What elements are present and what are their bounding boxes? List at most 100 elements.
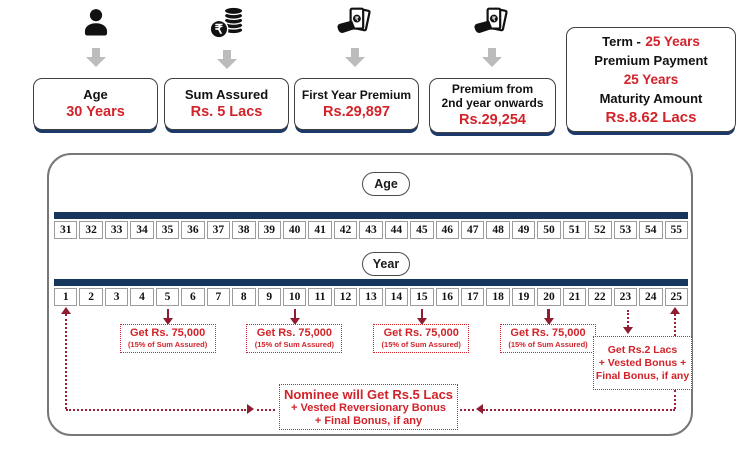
sum-assured-box-title: Sum Assured (184, 87, 269, 102)
payout-amount: Get Rs. 75,000 (130, 327, 206, 339)
age-cell: 47 (461, 221, 485, 239)
term-line: Term - 25 Years (602, 32, 700, 51)
icon-column-sum-assured: ₹ (197, 6, 257, 69)
age-pill: Age (362, 172, 410, 196)
term-value: 25 Years (645, 34, 700, 49)
payout-down-arrow-icon-year-5 (163, 309, 174, 325)
year-cell: 14 (384, 288, 409, 306)
hand-money-icon: ₹ (337, 7, 371, 34)
year-cell: 22 (588, 288, 612, 306)
year-cell: 5 (155, 288, 180, 306)
age-cell: 37 (206, 221, 231, 239)
premium-payment-value: 25 Years (623, 72, 679, 87)
nominee-left-line-dots (257, 409, 275, 411)
payout-amount: Get Rs. 75,000 (256, 327, 333, 339)
payout-note: (15% of Sum Assured) (254, 340, 335, 349)
maturity-line: + Vested Bonus + (598, 356, 687, 369)
age-cell: 42 (333, 221, 358, 239)
age-cell: 54 (639, 221, 663, 239)
age-cell: 52 (588, 221, 612, 239)
year-cell: 24 (639, 288, 663, 306)
age-cell: 44 (384, 221, 409, 239)
year-cell: 1 (54, 288, 78, 306)
year-cell: 16 (435, 288, 459, 306)
age-box-title: Age (83, 87, 108, 102)
nominee-left-line (66, 409, 246, 411)
nominee-line: + Vested Reversionary Bonus (291, 401, 446, 414)
year-cell: 17 (461, 288, 485, 306)
year-cell: 23 (613, 288, 638, 306)
icon-column-renewal-premium: ₹ (462, 6, 522, 67)
age-cell: 53 (613, 221, 638, 239)
maturity-line: Final Bonus, if any (595, 369, 690, 382)
svg-text:₹: ₹ (492, 16, 496, 23)
year-cell: 11 (308, 288, 332, 306)
icon-column-first-premium: ₹ (325, 6, 385, 67)
payout-amount: Get Rs. 75,000 (510, 327, 586, 339)
maturity-benefit-box: Get Rs.2 Lacs + Vested Bonus + Final Bon… (593, 336, 692, 390)
year-cell: 7 (206, 288, 231, 306)
down-arrow-icon (345, 48, 365, 67)
age-cell: 48 (486, 221, 510, 239)
age-box: Age 30 Years (33, 78, 158, 130)
age-box-value: 30 Years (66, 104, 125, 120)
sum-assured-box-value: Rs. 5 Lacs (190, 104, 263, 120)
year-pill: Year (362, 252, 410, 276)
age-cell: 33 (104, 221, 129, 239)
year25-connector-line (674, 314, 676, 336)
year-cell: 9 (257, 288, 281, 306)
payout-down-arrow-icon-year-10 (289, 309, 300, 325)
first-year-premium-title: First Year Premium (301, 87, 412, 102)
person-icon (84, 9, 108, 36)
age-cell: 46 (435, 221, 459, 239)
year-cell: 12 (333, 288, 358, 306)
age-cell: 32 (79, 221, 103, 239)
age-cell: 35 (155, 221, 180, 239)
maturity-amount-label: Maturity Amount (599, 91, 703, 106)
nominee-left-arrow-icon (476, 404, 483, 414)
year23-down-arrow-icon (623, 327, 633, 334)
year-cell: 10 (282, 288, 307, 306)
payout-note: (15% of Sum Assured) (127, 340, 208, 349)
premium-payment-label: Premium Payment (594, 53, 708, 68)
age-cell: 38 (232, 221, 256, 239)
hand-money-icon: ₹ (474, 7, 508, 34)
year-cell: 3 (104, 288, 129, 306)
down-arrow-icon (217, 50, 237, 69)
down-arrow-icon (86, 48, 106, 67)
icon-column-age (66, 6, 126, 67)
renewal-premium-value: Rs.29,254 (459, 112, 526, 128)
year-cell: 13 (359, 288, 383, 306)
age-cell: 34 (130, 221, 154, 239)
age-cell: 43 (359, 221, 383, 239)
nominee-benefit-box: Nominee will Get Rs.5 Lacs + Vested Reve… (279, 384, 458, 430)
age-cell: 40 (282, 221, 307, 239)
payout-amount: Get Rs. 75,000 (383, 327, 459, 339)
maturity-to-nominee-line (674, 390, 676, 409)
down-arrow-icon (482, 48, 502, 67)
rupee-coins-icon: ₹ (209, 6, 244, 39)
year-cell: 18 (486, 288, 510, 306)
nominee-right-arrow-icon (247, 404, 254, 414)
year-cell: 8 (232, 288, 256, 306)
payout-box-year-15: Get Rs. 75,000(15% of Sum Assured) (373, 324, 470, 353)
year-cell: 20 (537, 288, 561, 306)
sum-assured-box: Sum Assured Rs. 5 Lacs (164, 78, 289, 130)
year-cell: 6 (181, 288, 205, 306)
age-axis-bar (54, 212, 688, 219)
payout-box-year-10: Get Rs. 75,000(15% of Sum Assured) (246, 324, 343, 353)
age-cell: 50 (537, 221, 561, 239)
age-cell: 49 (511, 221, 536, 239)
svg-text:₹: ₹ (355, 16, 359, 23)
payout-box-year-20: Get Rs. 75,000(15% of Sum Assured) (500, 324, 597, 353)
nominee-line: + Final Bonus, if any (314, 414, 423, 427)
age-cell: 36 (181, 221, 205, 239)
age-cell: 55 (664, 221, 688, 239)
first-year-premium-box: First Year Premium Rs.29,897 (294, 78, 419, 130)
year-cell: 15 (410, 288, 434, 306)
